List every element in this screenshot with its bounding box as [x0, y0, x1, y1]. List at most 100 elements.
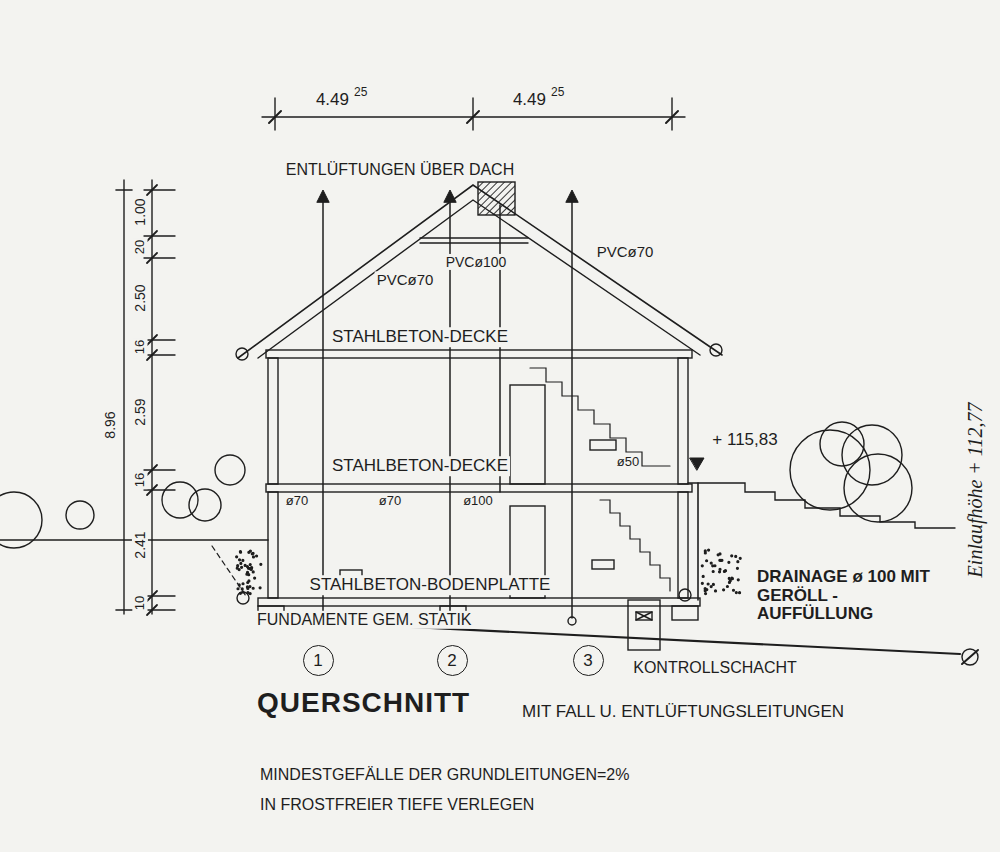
gravel-dot — [248, 551, 250, 553]
gravel-dot — [242, 560, 244, 562]
dimension-line — [151, 180, 152, 614]
gravel-dot — [242, 591, 244, 593]
gravel-dot — [236, 556, 238, 558]
gravel-dot — [735, 556, 737, 558]
gravel-dot — [248, 580, 250, 582]
gravel-dot — [727, 586, 729, 588]
dimension-value: 10 — [133, 594, 148, 612]
dimension-extension — [274, 98, 275, 130]
dimension-value: 2.50 — [132, 282, 148, 313]
pipe-label: ø70 — [377, 494, 403, 509]
gravel-dot — [241, 588, 243, 590]
gravel-dot — [241, 566, 243, 568]
gravel-dot — [240, 551, 242, 553]
level-marker — [690, 458, 704, 470]
dimension-tick — [147, 185, 157, 195]
gravel-dot — [712, 565, 714, 567]
terrace-steps — [688, 483, 955, 528]
roof-inner — [258, 200, 700, 358]
foundation — [672, 606, 698, 620]
dimension-tick — [144, 189, 175, 190]
gravel-dot — [739, 557, 741, 559]
gravel-dot — [236, 567, 238, 569]
collar-tie — [420, 237, 528, 238]
gravel-dot — [712, 583, 714, 585]
gravel-dot — [240, 592, 242, 594]
callout-number: 3 — [581, 650, 594, 671]
chimney — [478, 182, 515, 215]
fixture — [590, 440, 616, 450]
drainage-pipe — [237, 592, 249, 604]
vent-note: ENTLÜFTUNGEN ÜBER DACH — [284, 161, 516, 179]
gravel-dot — [707, 583, 709, 585]
eave-detail — [236, 348, 248, 360]
dimension-tick — [144, 609, 175, 610]
gravel-dot — [242, 583, 244, 585]
gravel-dot — [247, 587, 249, 589]
dimension-tick — [144, 235, 175, 236]
slab-label: STAHLBETON-DECKE — [330, 456, 510, 476]
title: QUERSCHNITT — [255, 687, 472, 719]
illustration — [0, 98, 978, 665]
drainage-pipe — [679, 589, 691, 601]
dimension-tick — [147, 591, 157, 601]
pipe-label: ø100 — [461, 494, 495, 509]
gravel-dot — [259, 587, 261, 589]
wall — [678, 492, 688, 598]
gravel-dot — [708, 549, 710, 551]
door — [510, 385, 545, 484]
gravel-dot — [710, 562, 712, 564]
dimension-tick — [147, 605, 157, 615]
dimension-tick — [147, 465, 157, 475]
drainage-note: DRAINAGE ø 100 MIT GERÖLL - AUFFÜLLUNG — [755, 568, 934, 624]
gravel-dot — [719, 568, 721, 570]
wall — [268, 492, 278, 598]
gravel-dot — [737, 561, 739, 563]
callout-number: 2 — [445, 650, 458, 671]
gravel-dot — [253, 556, 255, 558]
gravel-dot — [737, 579, 739, 581]
gravel-dot — [735, 592, 737, 594]
vent-arrowhead — [444, 190, 456, 202]
gravel-dot — [252, 587, 254, 589]
callout-circle: 1 — [303, 645, 334, 676]
note: MINDESTGEFÄLLE DER GRUNDLEITUNGEN=2% — [258, 766, 631, 784]
gravel-dot — [238, 584, 240, 586]
dimension-line — [123, 180, 124, 614]
wall — [268, 358, 278, 484]
vent-pipe — [499, 205, 501, 492]
tree — [790, 430, 870, 510]
dimension-tick — [269, 111, 281, 123]
retaining-wall — [697, 483, 699, 600]
gravel-dot — [260, 563, 262, 565]
callout-circle: 2 — [437, 645, 468, 676]
eave-detail — [710, 344, 722, 356]
gravel-dot — [710, 586, 712, 588]
ceiling-slab — [266, 350, 692, 358]
dimension-tick — [147, 335, 157, 345]
dimension-value: 8.96 — [102, 409, 118, 440]
note: IN FROSTFREIER TIEFE VERLEGEN — [258, 796, 536, 814]
gravel-dot — [723, 589, 725, 591]
dimension-tick — [147, 485, 157, 495]
gravel-dot — [706, 589, 708, 591]
gravel-dot — [728, 578, 730, 580]
gravel-dot — [733, 589, 735, 591]
gravel-dot — [237, 588, 239, 590]
gravel-dot — [249, 564, 251, 566]
gravel-dot — [254, 577, 256, 579]
slope-line — [212, 546, 246, 596]
tree — [189, 489, 221, 521]
tree — [215, 455, 245, 485]
gravel-dot — [720, 559, 722, 561]
callout-circle: 3 — [573, 645, 604, 676]
collar-tie — [420, 242, 528, 243]
tree — [0, 492, 42, 548]
sewer-outlet — [962, 649, 978, 665]
pipe-label: PVCø70 — [375, 271, 436, 288]
dimension-tick — [144, 469, 175, 470]
staircase — [530, 368, 670, 466]
dimension-tick — [147, 231, 157, 241]
dimension-tick — [144, 257, 175, 258]
